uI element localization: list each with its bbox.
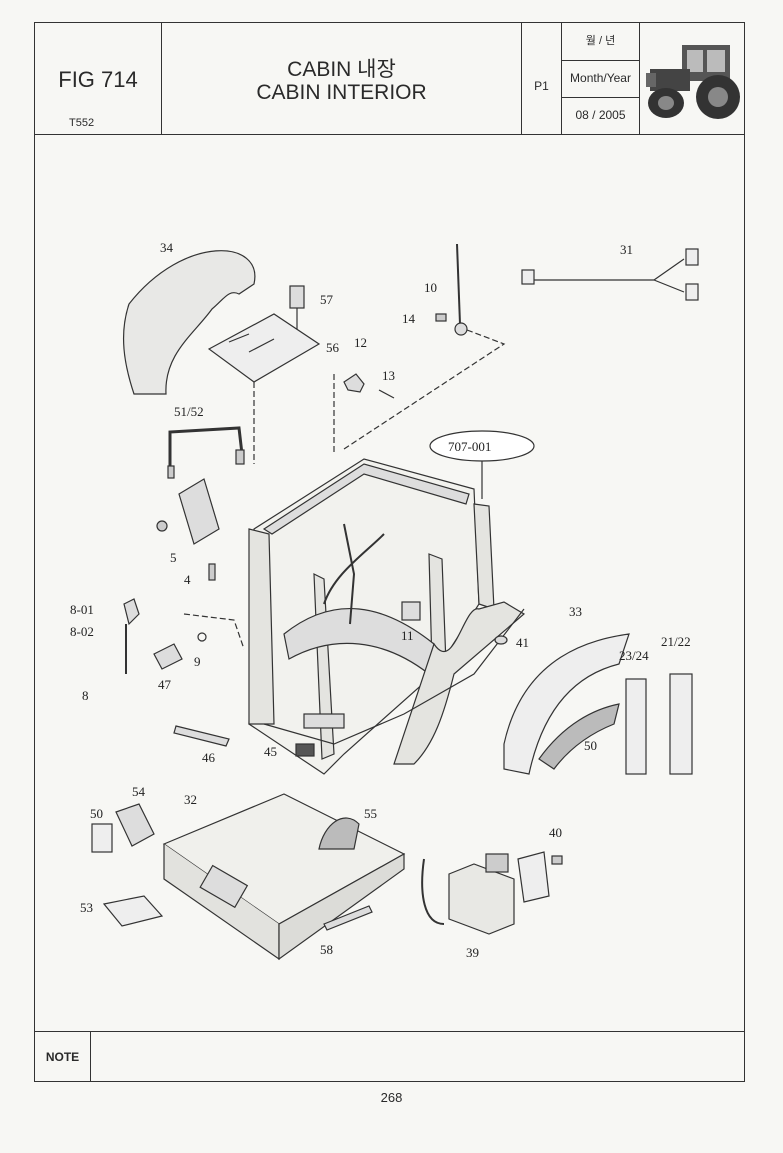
tractor-icon xyxy=(646,45,740,119)
callout-31: 31 xyxy=(620,242,633,257)
seal-part xyxy=(91,823,113,853)
vent-part xyxy=(318,817,360,850)
trim-strip-part xyxy=(323,905,373,931)
mirror-part xyxy=(178,478,220,545)
callout-14: 14 xyxy=(402,311,416,326)
callout-8: 8 xyxy=(82,688,89,703)
page-code-cell: P1 xyxy=(522,23,562,134)
callout-50-floor: 50 xyxy=(90,806,103,821)
model-code: T552 xyxy=(69,117,95,129)
callout-40: 40 xyxy=(549,825,562,840)
callout-9: 9 xyxy=(194,654,201,669)
callout-50-fender: 50 xyxy=(584,738,597,753)
figure-number: FIG 714 xyxy=(58,67,138,92)
callout-58: 58 xyxy=(320,942,333,957)
callout-10: 10 xyxy=(424,280,437,295)
title-block: FIG 714 T552 CABIN 내장 CABIN INTERIOR P1 … xyxy=(35,23,744,135)
callout-21-22: 21/22 xyxy=(661,634,691,649)
gasket-part xyxy=(102,895,164,927)
date-label-english: Month/Year xyxy=(562,60,639,98)
callout-57: 57 xyxy=(320,292,334,307)
pad-part xyxy=(295,743,315,757)
callout-51-52: 51/52 xyxy=(174,404,204,419)
plate-part xyxy=(207,313,321,383)
antenna-part xyxy=(456,243,461,325)
pillar-trim-21-22 xyxy=(669,673,693,775)
page-number: 268 xyxy=(380,1090,403,1105)
figure-cell: FIG 714 T552 xyxy=(35,23,162,134)
harness-part xyxy=(521,269,535,285)
callout-54: 54 xyxy=(132,784,146,799)
callout-56: 56 xyxy=(326,340,340,355)
tank-bracket-part xyxy=(517,851,550,903)
date-label-korean: 월 / 년 xyxy=(562,23,639,61)
duct-part xyxy=(115,803,155,847)
mirror-arm-part xyxy=(168,426,244,474)
mat-part xyxy=(538,703,620,770)
date-cell: 월 / 년 Month/Year 08 / 2005 xyxy=(562,23,640,134)
callout-8-02: 8-02 xyxy=(70,624,94,639)
page-frame: FIG 714 T552 CABIN 내장 CABIN INTERIOR P1 … xyxy=(34,22,745,1082)
callout-53: 53 xyxy=(80,900,93,915)
callout-12: 12 xyxy=(354,335,367,350)
callout-41: 41 xyxy=(516,635,529,650)
pillar-trim-23-24 xyxy=(625,678,647,775)
callout-11: 11 xyxy=(401,628,414,643)
callout-4: 4 xyxy=(184,572,191,587)
callout-13: 13 xyxy=(382,368,395,383)
callout-23-24: 23/24 xyxy=(619,648,649,663)
callout-55: 55 xyxy=(364,806,377,821)
callout-32: 32 xyxy=(184,792,197,807)
callout-33: 33 xyxy=(569,604,582,619)
callout-707-001: 707-001 xyxy=(448,439,491,454)
fender-part xyxy=(503,633,630,775)
switch-part xyxy=(123,598,140,626)
washer-tank-part xyxy=(448,863,515,935)
title-english: CABIN INTERIOR xyxy=(256,81,427,104)
callout-47: 47 xyxy=(158,677,172,692)
date-value: 08 / 2005 xyxy=(575,108,626,122)
callout-39: 39 xyxy=(466,945,479,960)
title-korean: CABIN 내장 xyxy=(287,58,396,81)
note-label: NOTE xyxy=(35,1032,91,1081)
callout-34: 34 xyxy=(160,240,174,255)
knob-part xyxy=(289,285,305,309)
callout-46: 46 xyxy=(202,750,216,765)
note-row: NOTE xyxy=(35,1031,744,1081)
bracket-part xyxy=(343,373,365,393)
switch-box-part xyxy=(401,601,421,621)
cabin-frame xyxy=(248,458,526,775)
page-code: P1 xyxy=(534,79,549,93)
callout-5: 5 xyxy=(170,550,177,565)
headliner-part xyxy=(122,250,256,395)
callout-45: 45 xyxy=(264,744,277,759)
exploded-parts-diagram: 34 57 56 10 14 12 13 31 51/52 707-001 5 … xyxy=(70,240,699,961)
strip-part xyxy=(173,725,230,747)
callout-8-01: 8-01 xyxy=(70,602,94,617)
title-cell: CABIN 내장 CABIN INTERIOR xyxy=(162,23,522,134)
